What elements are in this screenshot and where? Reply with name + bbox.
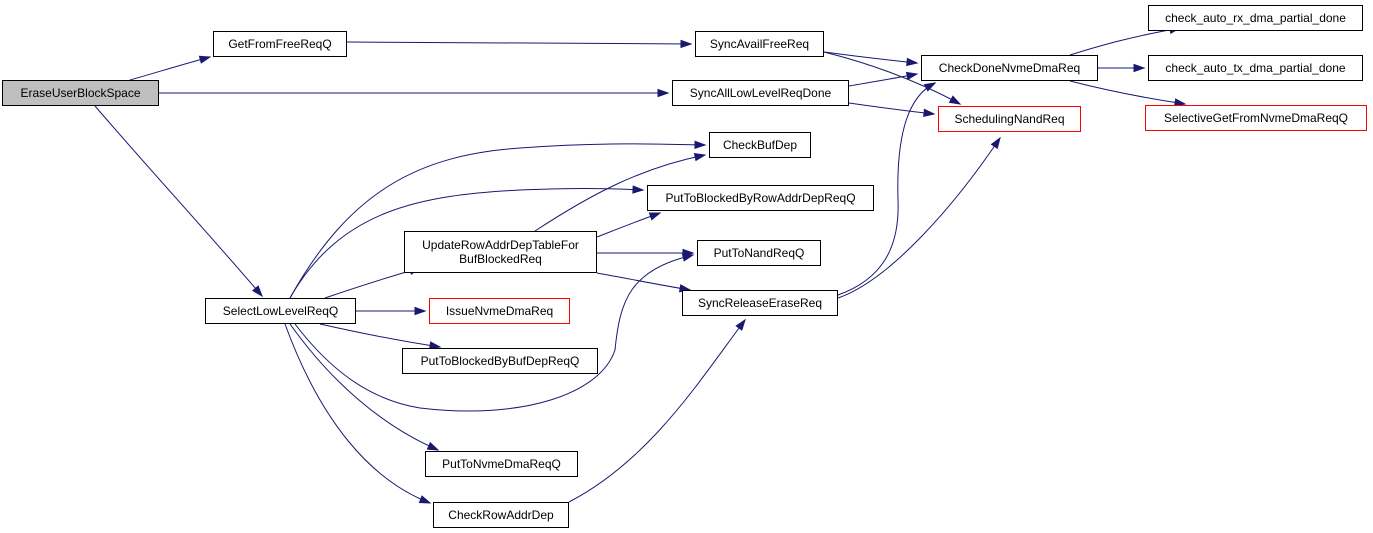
edge-arrowhead: [251, 285, 263, 298]
edge-line: [823, 51, 918, 64]
edge-arrowhead: [648, 212, 662, 221]
edge-line: [837, 137, 1001, 299]
edge-SyncReleaseEraseReq-to-CheckDoneNvmeDmaReq: [837, 82, 937, 296]
edge-line: [319, 323, 441, 348]
edge-line: [289, 143, 706, 299]
edge-arrowhead: [414, 306, 427, 316]
edge-CheckDoneNvmeDmaReq-to-SelectiveGetFromNvmeDmaReqQ: [1069, 80, 1187, 107]
edge-arrowhead: [694, 140, 707, 150]
node-PutToNandReqQ[interactable]: PutToNandReqQ: [697, 240, 821, 266]
node-SyncReleaseEraseReq[interactable]: SyncReleaseEraseReq: [682, 290, 838, 316]
edge-arrowhead: [923, 82, 937, 92]
edge-UpdateRowAddrDepTableForBufBlockedReq-to-PutToBlockedByRowAddrDepReqQ: [596, 212, 662, 238]
edge-line: [94, 105, 263, 297]
node-SyncAvailFreeReq[interactable]: SyncAvailFreeReq: [695, 31, 824, 57]
edge-UpdateRowAddrDepTableForBufBlockedReq-to-SyncReleaseEraseReq: [596, 272, 692, 293]
edge-SelectLowLevelReqQ-to-PutToNvmeDmaReqQ: [289, 323, 440, 451]
edge-arrowhead: [680, 39, 693, 49]
edge-arrowhead: [426, 441, 440, 451]
edge-line: [289, 323, 439, 451]
edge-line: [346, 41, 692, 45]
node-IssueNvmeDmaReq[interactable]: IssueNvmeDmaReq: [429, 298, 570, 324]
edge-arrowhead: [198, 55, 212, 64]
edge-SelectLowLevelReqQ-to-CheckBufDep: [289, 140, 707, 299]
edge-arrowhead: [948, 95, 962, 105]
edge-GetFromFreeReqQ-to-SyncAvailFreeReq: [346, 39, 693, 49]
edge-SyncAllLowLevelReqDone-to-SchedulingNandReq: [848, 102, 936, 118]
edge-arrowhead: [905, 71, 919, 81]
node-GetFromFreeReqQ[interactable]: GetFromFreeReqQ: [213, 31, 347, 57]
node-SelectiveGetFromNvmeDmaReqQ[interactable]: SelectiveGetFromNvmeDmaReqQ: [1145, 105, 1367, 131]
node-PutToNvmeDmaReqQ[interactable]: PutToNvmeDmaReqQ: [425, 451, 578, 477]
edge-EraseUserBlockSpace-to-GetFromFreeReqQ: [129, 55, 212, 81]
edge-SyncAvailFreeReq-to-CheckDoneNvmeDmaReq: [823, 51, 919, 67]
node-check_auto_tx_dma_partial_done[interactable]: check_auto_tx_dma_partial_done: [1148, 55, 1363, 81]
node-SelectLowLevelReqQ[interactable]: SelectLowLevelReqQ: [205, 298, 356, 324]
edge-line: [596, 272, 691, 291]
edge-SelectLowLevelReqQ-to-PutToBlockedByRowAddrDepReqQ: [289, 185, 645, 299]
edge-SelectLowLevelReqQ-to-PutToNandReqQ: [294, 253, 695, 412]
edge-line: [837, 82, 936, 296]
edge-line: [1069, 27, 1181, 56]
edge-SelectLowLevelReqQ-to-CheckRowAddrDep: [284, 323, 432, 504]
node-CheckRowAddrDep[interactable]: CheckRowAddrDep: [433, 502, 569, 528]
edge-SelectLowLevelReqQ-to-IssueNvmeDmaReq: [356, 306, 427, 316]
edge-line: [823, 51, 961, 105]
edge-line: [534, 154, 706, 232]
edge-EraseUserBlockSpace-to-SelectLowLevelReqQ: [94, 105, 263, 298]
edge-CheckDoneNvmeDmaReq-to-check_auto_tx_dma_partial_done: [1098, 63, 1146, 73]
edge-SyncAllLowLevelReqDone-to-CheckDoneNvmeDmaReq: [848, 71, 919, 87]
node-CheckDoneNvmeDmaReq[interactable]: CheckDoneNvmeDmaReq: [921, 55, 1098, 81]
node-PutToBlockedByRowAddrDepReqQ[interactable]: PutToBlockedByRowAddrDepReqQ: [647, 185, 874, 211]
edge-UpdateRowAddrDepTableForBufBlockedReq-to-PutToNandReqQ: [597, 248, 695, 258]
node-CheckBufDep[interactable]: CheckBufDep: [709, 132, 811, 158]
node-SyncAllLowLevelReqDone[interactable]: SyncAllLowLevelReqDone: [672, 80, 849, 106]
edge-arrowhead: [1133, 63, 1146, 73]
node-PutToBlockedByBufDepReqQ[interactable]: PutToBlockedByBufDepReqQ: [402, 348, 598, 374]
edge-arrowhead: [428, 341, 442, 350]
node-SchedulingNandReq[interactable]: SchedulingNandReq: [938, 106, 1081, 132]
edge-arrowhead: [418, 495, 432, 504]
edge-arrowhead: [990, 136, 1001, 150]
edge-SyncAvailFreeReq-to-SchedulingNandReq: [823, 51, 962, 105]
edge-UpdateRowAddrDepTableForBufBlockedReq-to-CheckBufDep: [534, 152, 707, 232]
edge-arrowhead: [1173, 98, 1187, 107]
edge-EraseUserBlockSpace-to-SyncAllLowLevelReqDone: [159, 88, 670, 98]
node-check_auto_rx_dma_partial_done[interactable]: check_auto_rx_dma_partial_done: [1148, 5, 1363, 31]
edge-arrowhead: [906, 57, 919, 67]
node-EraseUserBlockSpace: EraseUserBlockSpace: [2, 80, 159, 106]
edge-arrowhead: [735, 318, 746, 331]
edge-line: [848, 102, 935, 115]
edge-line: [129, 56, 211, 81]
edge-line: [284, 323, 431, 504]
edge-line: [568, 319, 746, 503]
edge-CheckRowAddrDep-to-SyncReleaseEraseReq: [568, 318, 746, 503]
edge-arrowhead: [632, 185, 645, 194]
edge-arrowhead: [682, 248, 695, 258]
edge-arrowhead: [693, 152, 707, 162]
edge-line: [1069, 80, 1186, 105]
edge-line: [294, 254, 694, 412]
edge-arrowhead: [923, 108, 936, 118]
edge-SyncReleaseEraseReq-to-SchedulingNandReq: [837, 136, 1001, 299]
edge-SelectLowLevelReqQ-to-PutToBlockedByBufDepReqQ: [319, 323, 442, 350]
edge-line: [289, 188, 644, 299]
edge-arrowhead: [657, 88, 670, 98]
